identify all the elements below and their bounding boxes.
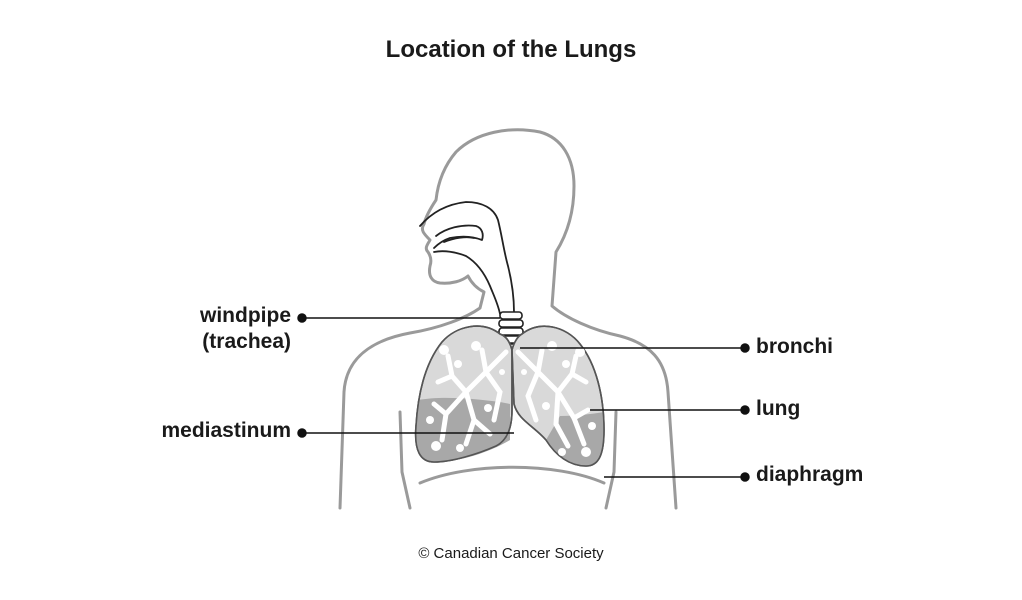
right-lung [511,325,605,467]
label-mediastinum: mediastinum [161,419,291,442]
label-lung: lung [756,397,801,420]
label-diaphragm: diaphragm [756,463,864,486]
copyright-credit: © Canadian Cancer Society [418,545,604,562]
airway-outline [419,201,515,315]
label-windpipe-line1: windpipe [200,304,291,327]
label-bronchi: bronchi [756,335,833,358]
label-windpipe: windpipe (trachea) [200,303,291,355]
label-windpipe-line2: (trachea) [202,330,291,353]
diaphragm [418,465,606,485]
diagram-title: Location of the Lungs [385,36,637,63]
body-outline [338,128,678,510]
left-lung [414,325,513,463]
leader-lines [297,313,750,482]
